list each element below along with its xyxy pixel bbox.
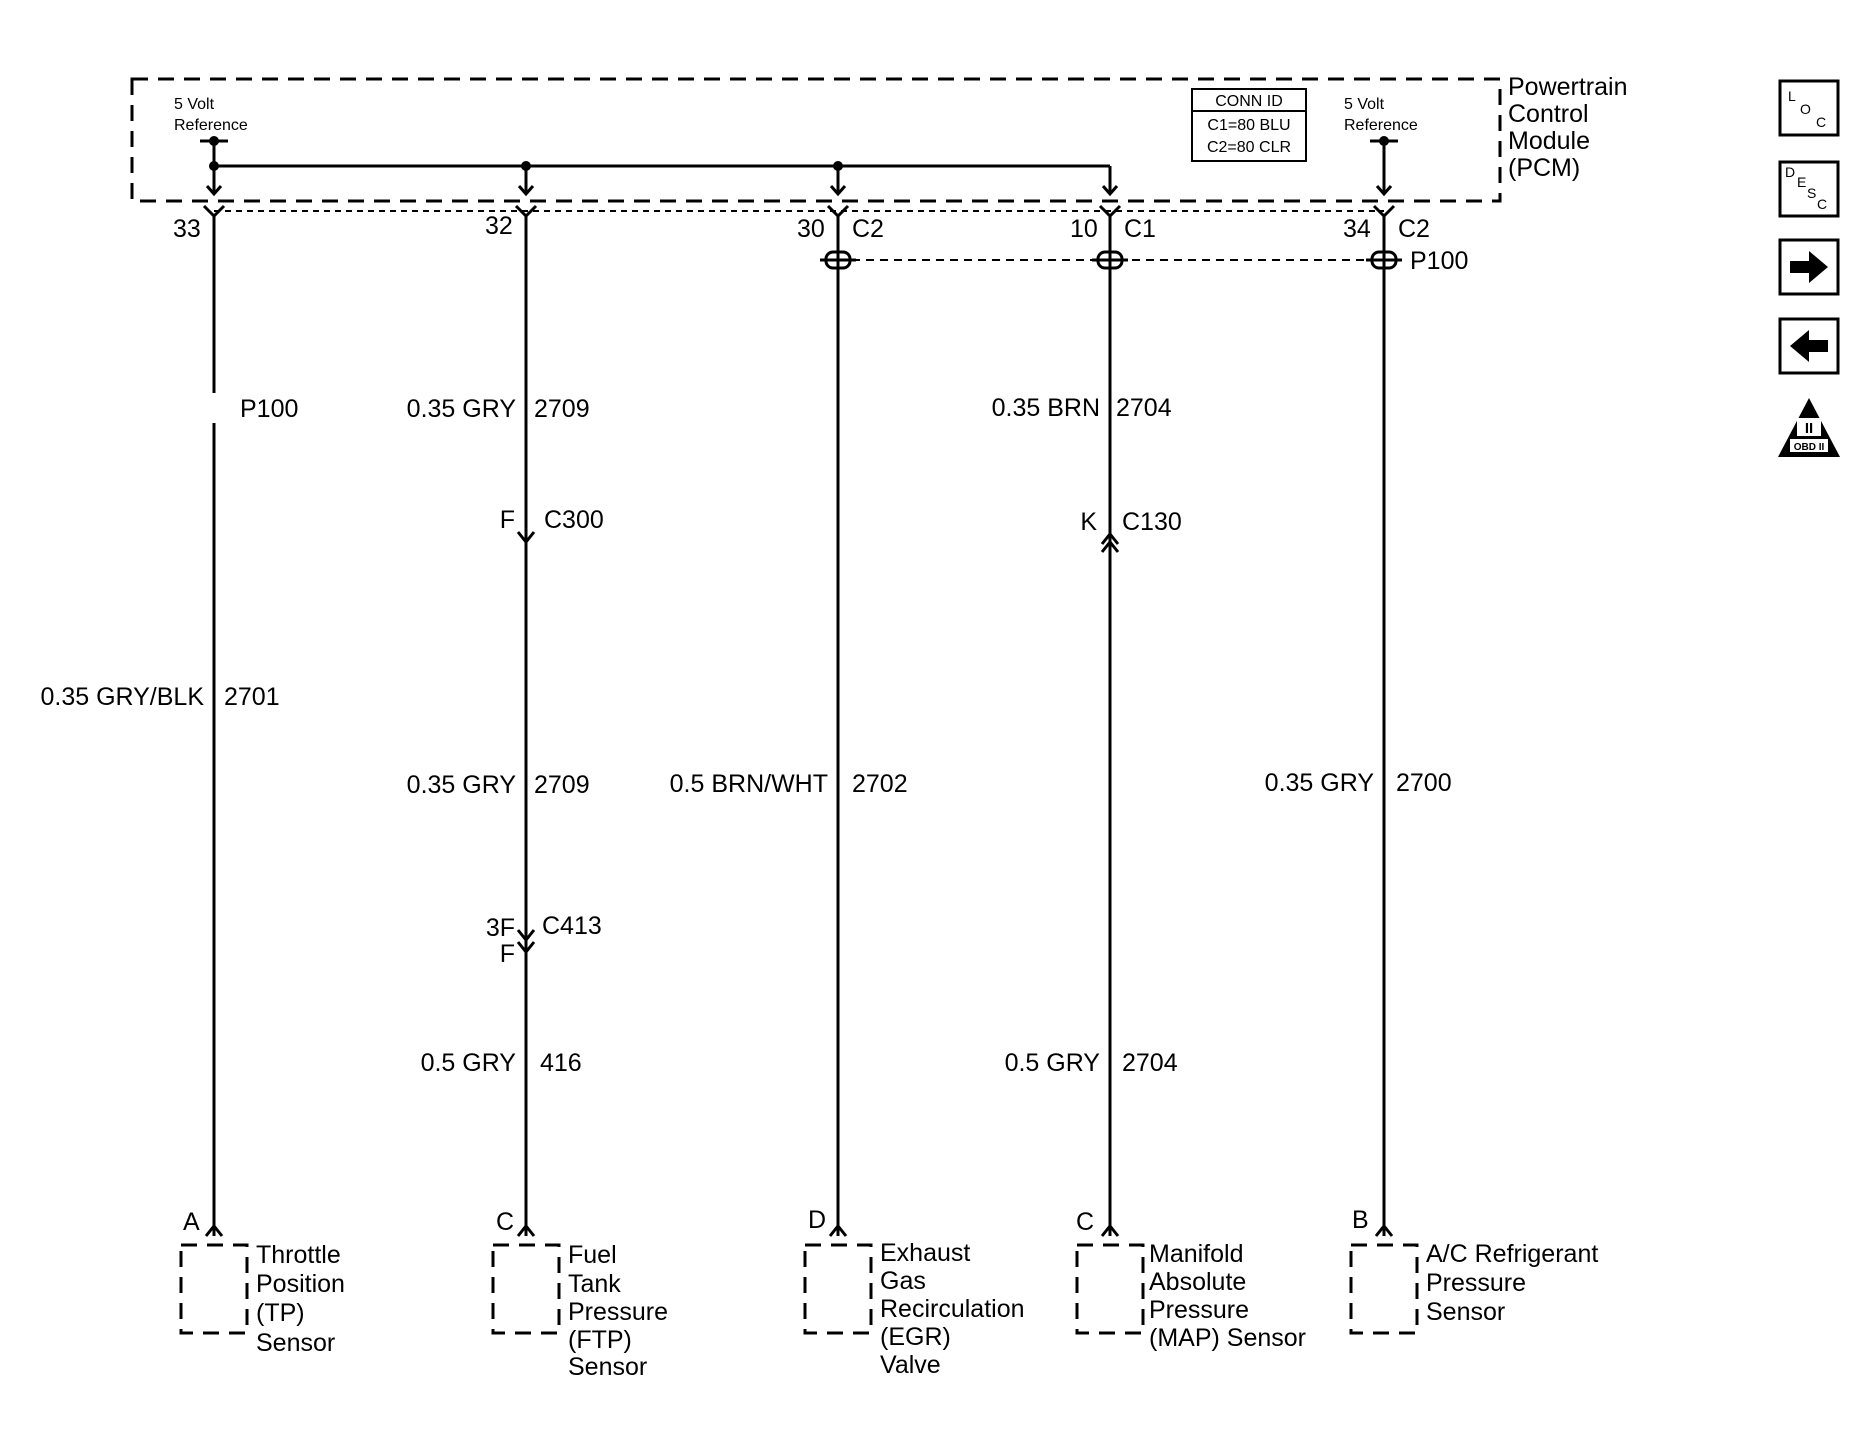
location-button[interactable]: L O C [1778, 79, 1840, 137]
previous-page-button[interactable] [1778, 317, 1840, 375]
map-name-4: (MAP) Sensor [1149, 1324, 1306, 1352]
egr-name-2: Gas [880, 1267, 926, 1295]
map-name-2: Absolute [1149, 1268, 1246, 1296]
wire-2704-circuit-b: 2704 [1122, 1049, 1178, 1077]
loc-letter-l: L [1788, 88, 1796, 104]
conn-id-c2: C2=80 CLR [1207, 139, 1291, 156]
ref-left-line-2: Reference [174, 117, 248, 134]
ac-pin: B [1352, 1206, 1369, 1234]
c413-pin-top: 3F [486, 914, 515, 942]
wire-2704-circuit-a: 2704 [1116, 394, 1172, 422]
ref-left-line-1: 5 Volt [174, 96, 215, 113]
c130-pin: K [1080, 508, 1097, 536]
egr-valve-box [803, 1243, 873, 1335]
pin-34: 34 [1343, 215, 1371, 243]
ac-sensor-box [1349, 1243, 1419, 1335]
map-name-1: Manifold [1149, 1240, 1244, 1268]
pcm-name-line-2: Control [1508, 100, 1589, 128]
next-page-button[interactable] [1778, 238, 1840, 296]
ftp-name-3: Pressure [568, 1298, 668, 1326]
pin-10: 10 [1070, 215, 1098, 243]
egr-name-4: (EGR) [880, 1323, 951, 1351]
wire-2702-color: 0.5 BRN/WHT [670, 770, 828, 798]
obd-ii-button[interactable]: II OBD II [1778, 398, 1840, 457]
desc-letter-c: C [1817, 196, 1827, 212]
wire-2702-circuit: 2702 [852, 770, 908, 798]
conn-id-title: CONN ID [1215, 93, 1283, 110]
pcm-name-line-4: (PCM) [1508, 154, 1580, 182]
tp-name-1: Throttle [256, 1241, 341, 1269]
wire-2709-color-b: 0.35 GRY [407, 771, 517, 799]
wire-2709-color-a: 0.35 GRY [407, 395, 517, 423]
pin-32: 32 [485, 212, 513, 240]
c300-label: C300 [544, 506, 604, 534]
wire-2701-color: 0.35 GRY/BLK [40, 683, 204, 711]
ftp-name-2: Tank [568, 1270, 621, 1298]
egr-name-1: Exhaust [880, 1239, 970, 1267]
obd-label: OBD II [1794, 442, 1825, 453]
wire-416-color: 0.5 GRY [421, 1049, 517, 1077]
tp-pin: A [183, 1208, 200, 1236]
pin-33: 33 [173, 215, 201, 243]
tp-name-4: Sensor [256, 1329, 335, 1357]
pcm-name-line-1: Powertrain [1508, 73, 1628, 101]
map-sensor-box [1075, 1243, 1145, 1335]
pcm-name-line-3: Module [1508, 127, 1590, 155]
pin-10-conn: C1 [1124, 215, 1156, 243]
c413-pin-bottom: F [500, 940, 515, 968]
ac-name-1: A/C Refrigerant [1426, 1240, 1598, 1268]
wire-2701-circuit: 2701 [224, 683, 280, 711]
arrow-right-icon [1790, 251, 1828, 283]
ftp-name-4: (FTP) [568, 1326, 632, 1354]
splice-p100-top [820, 250, 1402, 270]
ac-name-2: Pressure [1426, 1269, 1526, 1297]
ftp-name-1: Fuel [568, 1241, 617, 1269]
description-button[interactable]: D E S C [1778, 160, 1840, 218]
map-pin: C [1076, 1208, 1094, 1236]
wire-2709-circuit-a: 2709 [534, 395, 590, 423]
wire-2704-color-b: 0.5 GRY [1005, 1049, 1101, 1077]
desc-letter-s: S [1807, 185, 1816, 201]
wire-416-circuit: 416 [540, 1049, 582, 1077]
egr-name-3: Recirculation [880, 1295, 1025, 1323]
pin-30-conn: C2 [852, 215, 884, 243]
c300-pin: F [500, 506, 515, 534]
loc-letter-o: O [1800, 101, 1811, 117]
ref-right-line-2: Reference [1344, 117, 1418, 134]
pin-34-conn: C2 [1398, 215, 1430, 243]
desc-letter-d: D [1785, 164, 1795, 180]
c413-label: C413 [542, 912, 602, 940]
egr-pin: D [808, 1206, 826, 1234]
map-name-3: Pressure [1149, 1296, 1249, 1324]
pin-30: 30 [797, 215, 825, 243]
conn-id-c1: C1=80 BLU [1207, 117, 1290, 134]
ftp-pin: C [496, 1208, 514, 1236]
ref-right-line-1: 5 Volt [1344, 96, 1385, 113]
ac-name-3: Sensor [1426, 1298, 1505, 1326]
pcm-module-box [130, 77, 1502, 203]
arrow-left-icon [1790, 330, 1828, 362]
obd-roman: II [1805, 420, 1813, 437]
wire-2700-circuit: 2700 [1396, 769, 1452, 797]
wire-2704-color-a: 0.35 BRN [992, 394, 1100, 422]
splice-p100-top-label: P100 [1410, 247, 1468, 275]
splice-p100-left-label: P100 [240, 395, 298, 423]
ftp-name-5: Sensor [568, 1353, 647, 1381]
tp-name-2: Position [256, 1270, 345, 1298]
egr-name-5: Valve [880, 1351, 941, 1379]
desc-letter-e: E [1797, 174, 1806, 190]
wire-2700-color: 0.35 GRY [1265, 769, 1375, 797]
wire-2709-circuit-b: 2709 [534, 771, 590, 799]
c130-label: C130 [1122, 508, 1182, 536]
tp-name-3: (TP) [256, 1299, 305, 1327]
ftp-sensor-box [491, 1243, 561, 1335]
tp-sensor-box [179, 1243, 249, 1335]
loc-letter-c: C [1816, 114, 1826, 130]
